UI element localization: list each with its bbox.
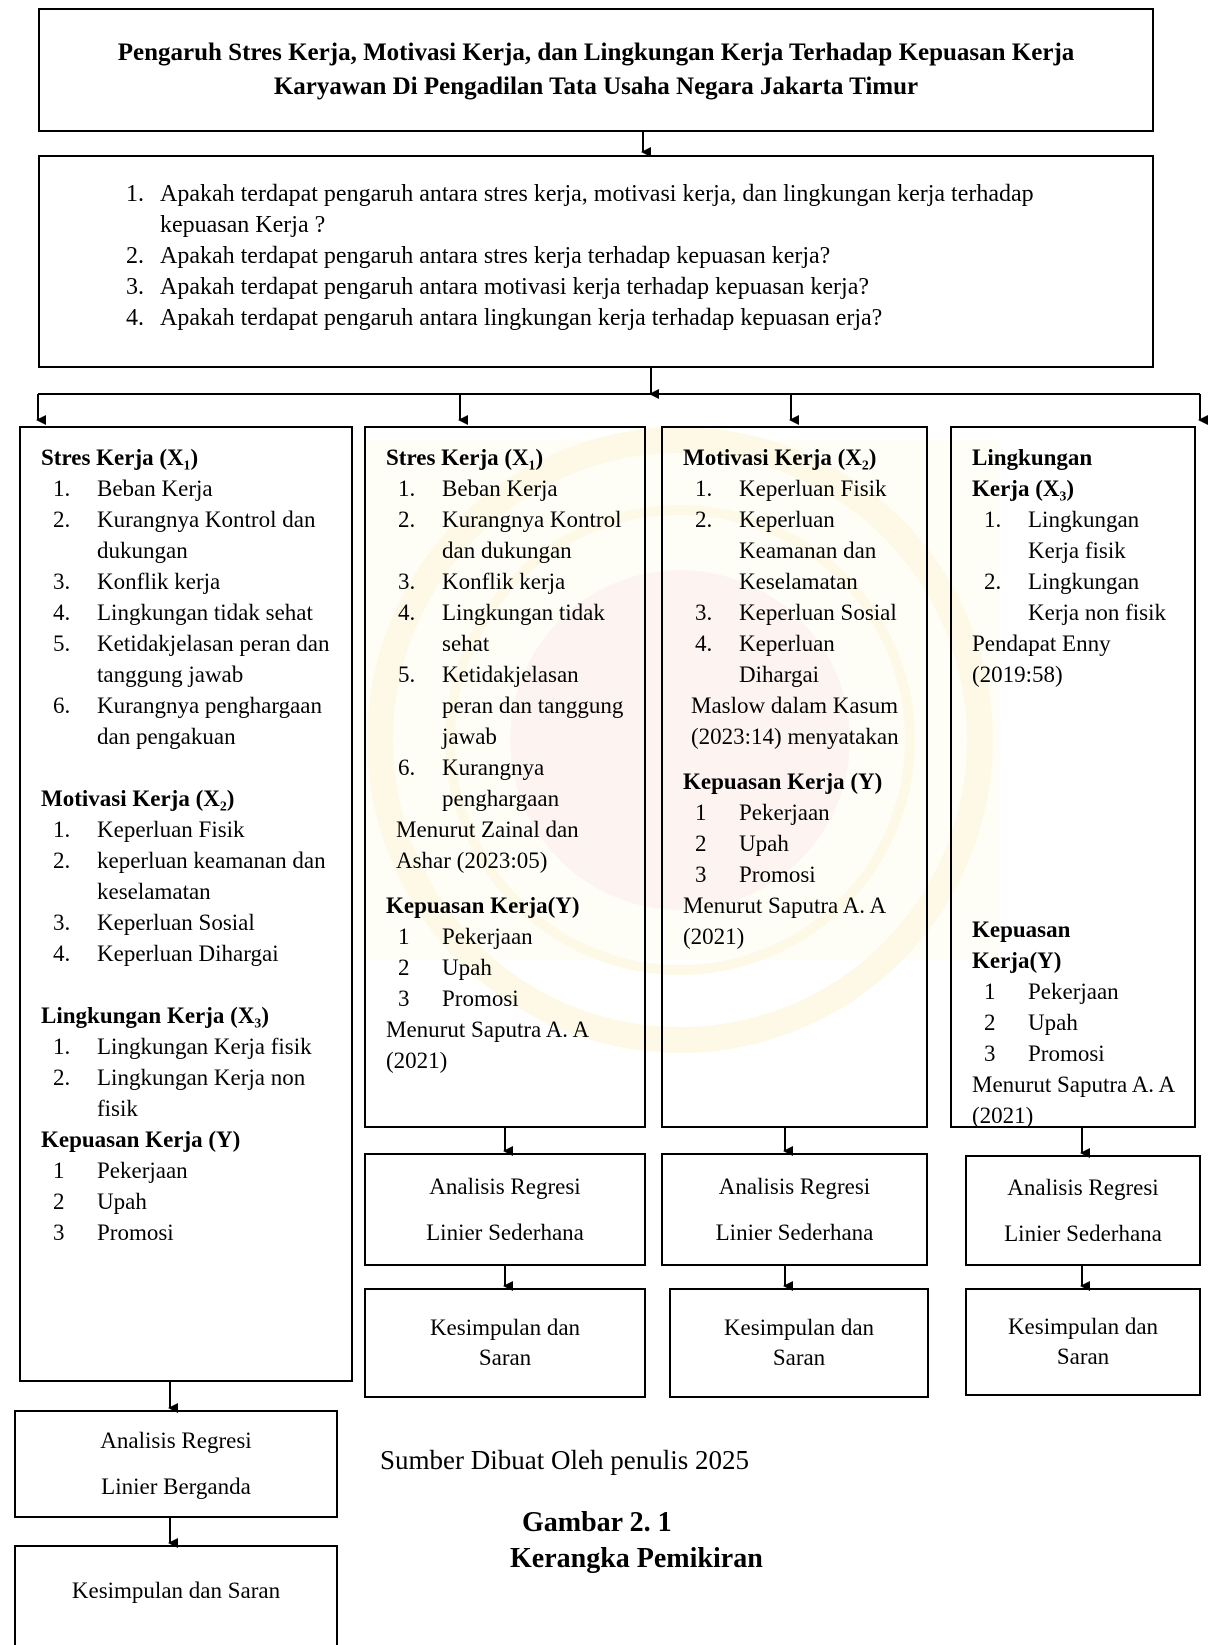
- source-note: Menurut Saputra A. A (2021): [386, 1017, 588, 1073]
- list-item: 2.Lingkungan Kerja non fisik: [984, 569, 1166, 625]
- variable-heading: Kepuasan Kerja (Y): [41, 1127, 241, 1152]
- question-item: Apakah terdapat pengaruh antara motivasi…: [150, 272, 1122, 303]
- list-item: 2.Keperluan Keamanan dan Keselamatan: [695, 507, 877, 594]
- list-item: 4.Lingkungan tidak sehat: [398, 600, 605, 656]
- source-note: Pendapat Enny (2019:58): [972, 631, 1111, 687]
- stress-variable-box: Stres Kerja (X₁) 1.Beban Kerja 2.Kurangn…: [364, 426, 646, 1128]
- variable-heading: Kepuasan Kerja(Y): [386, 893, 580, 918]
- list-item: 1.Lingkungan Kerja fisik: [53, 1034, 312, 1059]
- environment-variable-box: Lingkungan Kerja (X₃) 1.Lingkungan Kerja…: [950, 426, 1196, 1128]
- conclusion-box: Kesimpulan dan Saran: [364, 1288, 646, 1398]
- list-item: 1.Lingkungan Kerja fisik: [984, 507, 1140, 563]
- conclusion-box: Kesimpulan dan Saran: [669, 1288, 929, 1398]
- variable-heading: Stres Kerja (X₁): [386, 445, 544, 470]
- list-item: 5.Ketidakjelasan peran dan tanggung jawa…: [53, 631, 330, 687]
- source-caption: Sumber Dibuat Oleh penulis 2025: [380, 1445, 749, 1475]
- title-box: Pengaruh Stres Kerja, Motivasi Kerja, da…: [38, 8, 1154, 132]
- figure-title: Kerangka Pemikiran: [510, 1543, 763, 1574]
- variable-heading: Lingkungan Kerja (X₃): [972, 445, 1093, 501]
- question-item: Apakah terdapat pengaruh antara stres ke…: [150, 179, 1122, 241]
- analysis-line: Linier Berganda: [101, 1474, 251, 1499]
- list-item: 3.Konflik kerja: [53, 569, 221, 594]
- analysis-line: Linier Sederhana: [1004, 1220, 1162, 1246]
- conclusion-text: Kesimpulan dan Saran: [71, 1578, 281, 1603]
- source-note: Maslow dalam Kasum (2023:14) menyatakan: [691, 693, 899, 749]
- list-item: 2.keperluan keamanan dan keselamatan: [53, 848, 326, 904]
- list-item: 4.Keperluan Dihargai: [695, 631, 835, 687]
- source-note: Menurut Zainal dan Ashar (2023:05): [396, 817, 579, 873]
- question-item: Apakah terdapat pengaruh antara lingkung…: [150, 303, 1122, 334]
- variable-heading: Kepuasan Kerja(Y): [972, 917, 1071, 973]
- conclusion-box: Kesimpulan dan Saran: [14, 1545, 338, 1645]
- conclusion-text: Kesimpulan dan Saran: [723, 1315, 875, 1370]
- analysis-line: Analisis Regresi: [718, 1173, 871, 1199]
- variable-heading: Kepuasan Kerja (Y): [683, 769, 883, 794]
- list-item: 5.Ketidakjelasan peran dan tanggung jawa…: [398, 662, 624, 749]
- figure-number: Gambar 2. 1: [522, 1507, 672, 1538]
- research-questions-box: Apakah terdapat pengaruh antara stres ke…: [38, 155, 1154, 368]
- list-item: 4.Keperluan Dihargai: [53, 941, 279, 966]
- analysis-line: Linier Sederhana: [426, 1219, 584, 1245]
- analysis-line: Linier Sederhana: [715, 1219, 874, 1245]
- analysis-box: Analisis Regresi Linier Sederhana: [364, 1153, 646, 1266]
- motivation-variable-box: Motivasi Kerja (X₂) 1.Keperluan Fisik 2.…: [661, 426, 928, 1128]
- list-item: 1.Keperluan Fisik: [53, 817, 245, 842]
- combined-variables-box: Stres Kerja (X₁) 1.Beban Kerja 2.Kurangn…: [19, 426, 353, 1382]
- list-item: 2.Lingkungan Kerja non fisik: [53, 1065, 306, 1121]
- list-item: 6.Kurangnya penghargaan: [398, 755, 560, 811]
- source-note: Menurut Saputra A. A (2021): [683, 893, 885, 949]
- list-item: 3.Konflik kerja: [398, 569, 566, 594]
- conclusion-text: Kesimpulan dan Saran: [1007, 1314, 1159, 1369]
- analysis-line: Analisis Regresi: [1007, 1174, 1159, 1200]
- analysis-line: Analisis Regresi: [100, 1428, 252, 1453]
- list-item: 2.Kurangnya Kontrol dan dukungan: [398, 507, 622, 563]
- list-item: 6.Kurangnya penghargaan dan pengakuan: [53, 693, 323, 749]
- variable-heading: Lingkungan Kerja (X₃): [41, 1003, 269, 1028]
- analysis-line: Analisis Regresi: [429, 1173, 581, 1199]
- variable-heading: Motivasi Kerja (X₂): [41, 786, 235, 811]
- university-seal-watermark: [360, 427, 1000, 1053]
- conclusion-text: Kesimpulan dan Saran: [429, 1315, 581, 1370]
- list-item: 1.Keperluan Fisik: [695, 476, 887, 501]
- list-item: 1.Beban Kerja: [53, 476, 213, 501]
- variable-heading: Stres Kerja (X₁): [41, 445, 199, 470]
- analysis-box: Analisis Regresi Linier Berganda: [14, 1410, 338, 1518]
- list-item: 3.Keperluan Sosial: [695, 600, 897, 625]
- variable-heading: Motivasi Kerja (X₂): [683, 445, 877, 470]
- list-item: 3.Keperluan Sosial: [53, 910, 255, 935]
- list-item: 4.Lingkungan tidak sehat: [53, 600, 313, 625]
- analysis-box: Analisis Regresi Linier Sederhana: [965, 1155, 1201, 1266]
- list-item: 2.Kurangnya Kontrol dan dukungan: [53, 507, 316, 563]
- analysis-box: Analisis Regresi Linier Sederhana: [661, 1153, 928, 1266]
- diagram-title: Pengaruh Stres Kerja, Motivasi Kerja, da…: [117, 39, 1075, 100]
- figure-caption: Gambar 2. 1 Kerangka Pemikiran: [510, 1505, 763, 1577]
- conclusion-box: Kesimpulan dan Saran: [965, 1288, 1201, 1396]
- question-item: Apakah terdapat pengaruh antara stres ke…: [150, 241, 1122, 272]
- source-note: Menurut Saputra A. A (2021): [972, 1072, 1174, 1128]
- list-item: 1.Beban Kerja: [398, 476, 558, 501]
